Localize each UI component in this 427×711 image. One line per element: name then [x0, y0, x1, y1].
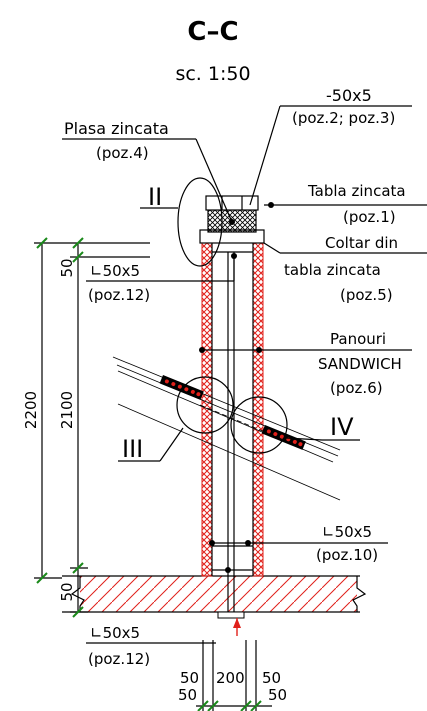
detail-label-iv: IV	[330, 413, 354, 441]
callout-angle-bot: ∟50x5 (poz.12)	[86, 567, 231, 668]
detail-label-ii: II	[148, 183, 162, 211]
scale-label: sc. 1:50	[175, 63, 250, 85]
callout-angle-top: ∟50x5 (poz.12)	[86, 253, 237, 304]
svg-text:50: 50	[268, 686, 287, 704]
svg-text:Panouri: Panouri	[330, 330, 386, 348]
dim-panel-height: 2100 50 50	[58, 237, 150, 618]
svg-text:(poz.12): (poz.12)	[88, 286, 150, 304]
svg-text:(poz.10): (poz.10)	[316, 546, 378, 564]
detail-circle-iii	[176, 376, 234, 434]
base-plate	[217, 576, 245, 619]
svg-text:Tabla zincata: Tabla zincata	[307, 182, 406, 200]
svg-text:(poz.5): (poz.5)	[340, 286, 393, 304]
svg-text:200: 200	[216, 669, 245, 687]
svg-text:∟50x5: ∟50x5	[322, 523, 372, 541]
svg-text:Coltar din: Coltar din	[325, 234, 398, 252]
svg-text:SANDWICH: SANDWICH	[318, 355, 402, 373]
detail-circle-iv	[230, 396, 288, 454]
callout-plasa: Plasa zincata (poz.4)	[62, 119, 235, 225]
svg-text:50: 50	[178, 686, 197, 704]
detail-label-iii: III	[122, 435, 143, 463]
svg-text:2100: 2100	[58, 391, 76, 429]
svg-text:(poz.6): (poz.6)	[330, 379, 383, 397]
detail-circle-ii	[177, 177, 223, 267]
callout-angle-mid: ∟50x5 (poz.10)	[209, 523, 388, 564]
panel-right	[252, 242, 264, 577]
svg-text:50: 50	[262, 669, 281, 687]
dim-total-height: 2200	[22, 237, 150, 584]
svg-text:Plasa zincata: Plasa zincata	[64, 119, 169, 138]
sloped-panel	[112, 356, 341, 501]
svg-text:(poz.2; poz.3): (poz.2; poz.3)	[292, 109, 395, 127]
dim-bottom: 50 200 50 50 50	[178, 640, 287, 711]
section-title: C–C	[187, 17, 238, 47]
callout-platband: -50x5 (poz.2; poz.3)	[249, 86, 412, 206]
foundation-slab	[62, 575, 367, 613]
central-post	[211, 243, 254, 576]
svg-text:50: 50	[58, 582, 76, 601]
callout-tabla: Tabla zincata (poz.1)	[264, 182, 427, 226]
callout-panouri: Panouri SANDWICH (poz.6)	[199, 330, 412, 397]
svg-text:(poz.12): (poz.12)	[88, 650, 150, 668]
callout-coltar: Coltar din tabla zincata (poz.5)	[263, 234, 427, 304]
svg-text:50: 50	[58, 258, 76, 277]
svg-text:-50x5: -50x5	[326, 86, 372, 105]
svg-text:tabla zincata: tabla zincata	[284, 261, 381, 279]
svg-text:50: 50	[180, 669, 199, 687]
marker-left	[159, 375, 204, 400]
red-arrow-icon	[233, 618, 241, 636]
svg-text:(poz.1): (poz.1)	[343, 208, 396, 226]
svg-text:(poz.4): (poz.4)	[96, 144, 149, 162]
svg-text:2200: 2200	[22, 391, 40, 429]
svg-text:∟50x5: ∟50x5	[90, 262, 140, 280]
svg-text:∟50x5: ∟50x5	[90, 624, 140, 642]
